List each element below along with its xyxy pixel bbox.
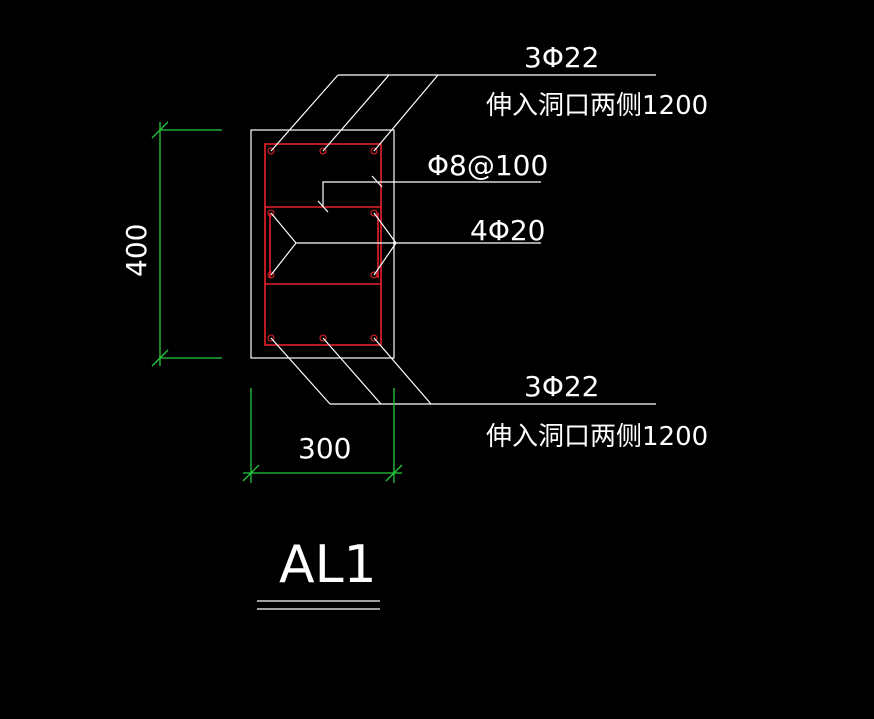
drawing-title: AL1 bbox=[279, 535, 377, 595]
side-bars-label: 4Φ20 bbox=[470, 214, 545, 247]
width-dimension bbox=[242, 388, 403, 483]
section-outline bbox=[250, 129, 395, 359]
rebar-bot-3 bbox=[370, 334, 378, 342]
stirrup-leader bbox=[317, 175, 541, 213]
width-dimension-label: 300 bbox=[298, 432, 351, 465]
stirrup-cage bbox=[264, 143, 382, 346]
height-dimension bbox=[151, 121, 222, 367]
rebar-mid-2 bbox=[370, 209, 378, 217]
rebar-top-2 bbox=[319, 147, 327, 155]
rebar-bot-2 bbox=[319, 334, 327, 342]
rebar-top-1 bbox=[267, 147, 275, 155]
rebar-mid-4 bbox=[370, 271, 378, 279]
stirrup-label: Φ8@100 bbox=[427, 149, 548, 182]
top-leader-lines bbox=[270, 74, 656, 152]
top-bars-label: 3Φ22 bbox=[524, 41, 599, 74]
bottom-leader-lines bbox=[270, 337, 656, 405]
top-note-label: 伸入洞口两侧1200 bbox=[486, 91, 708, 121]
side-bars-leader bbox=[270, 212, 541, 276]
rebar-bot-1 bbox=[267, 334, 275, 342]
rebar-mid-3 bbox=[267, 271, 275, 279]
bottom-note-label: 伸入洞口两侧1200 bbox=[486, 422, 708, 452]
rebar-mid-1 bbox=[267, 209, 275, 217]
rebar-dots bbox=[267, 147, 378, 342]
rebar-top-3 bbox=[370, 147, 378, 155]
height-dimension-label: 400 bbox=[120, 224, 153, 277]
bottom-bars-label: 3Φ22 bbox=[524, 370, 599, 403]
